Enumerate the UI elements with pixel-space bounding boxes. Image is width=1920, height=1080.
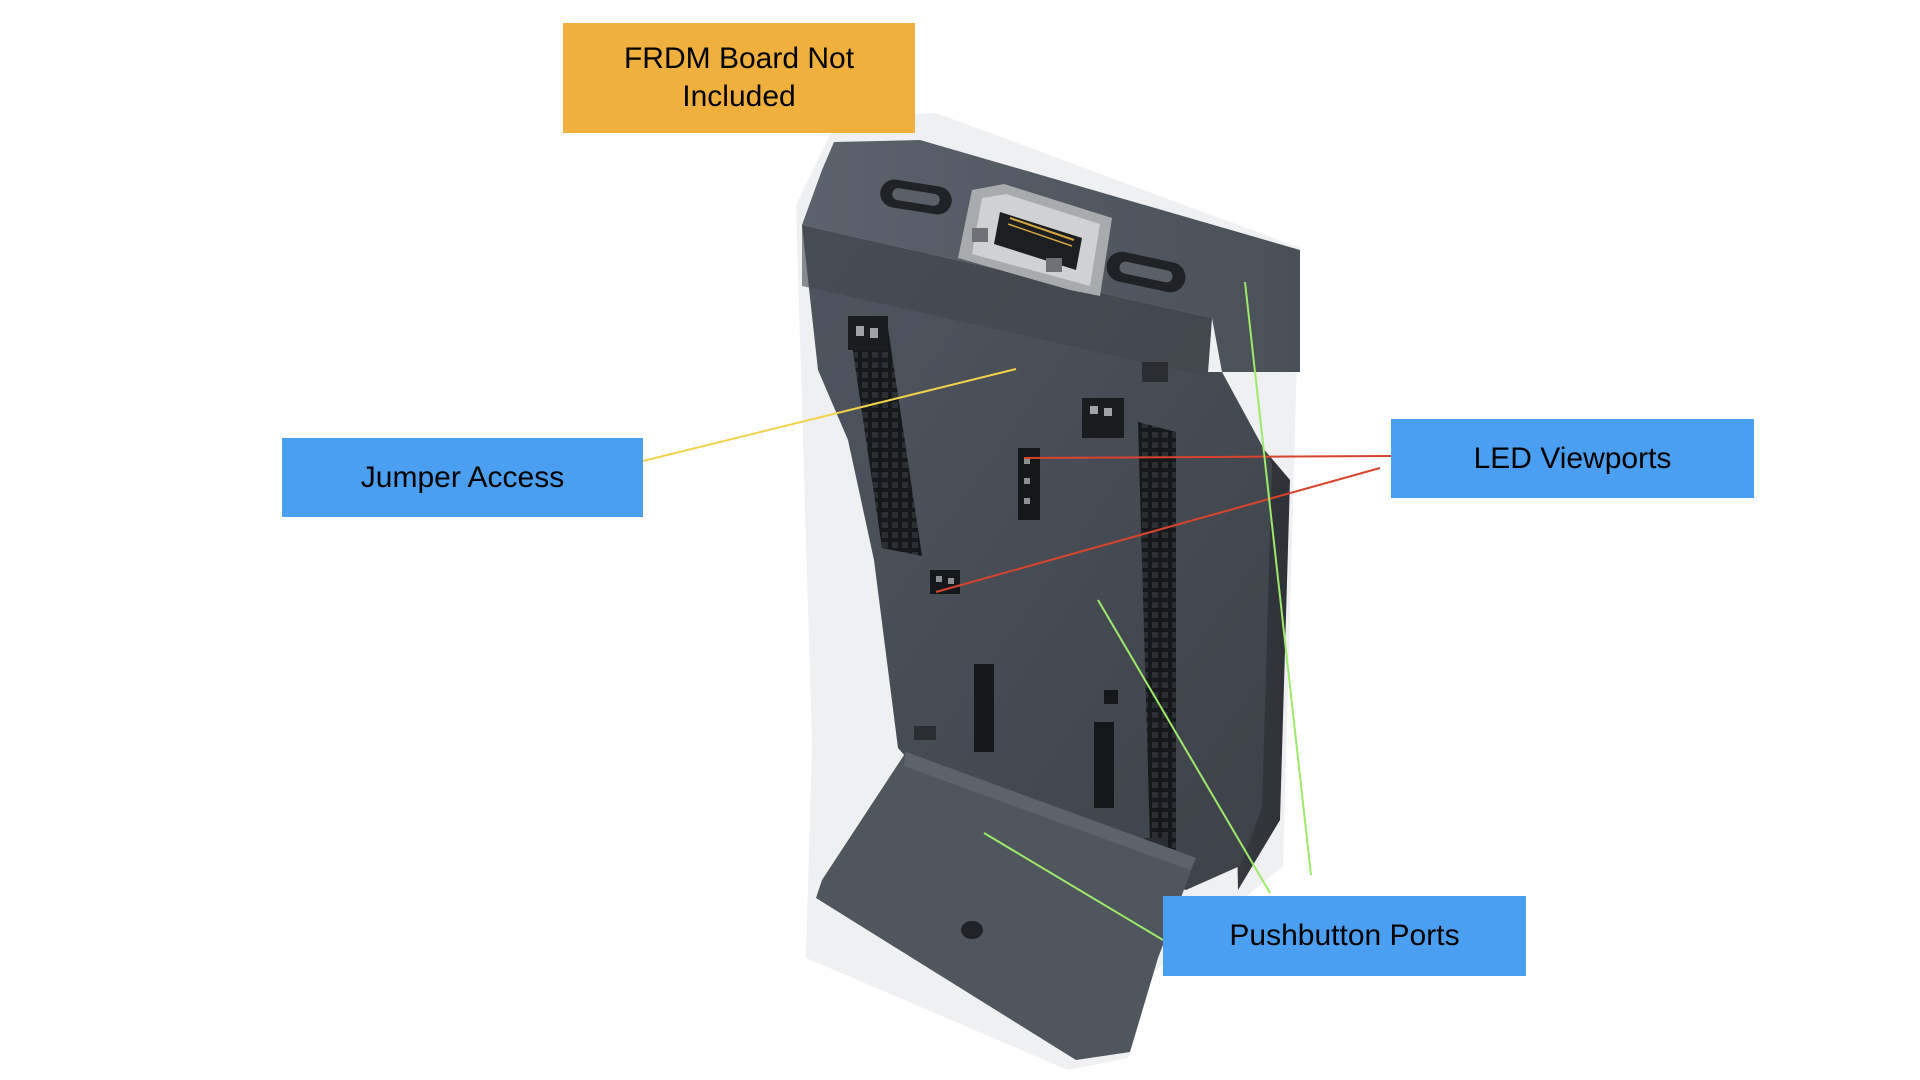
usb-c-port-left — [880, 179, 952, 215]
leader-push-3 — [1244, 281, 1312, 876]
jumper-access-label: Jumper Access — [282, 438, 643, 517]
led-viewports-text: LED Viewports — [1473, 441, 1672, 475]
leader-led-1 — [1023, 455, 1392, 459]
right-header-opening — [1138, 422, 1176, 850]
enclosure-stand — [816, 752, 1196, 1060]
left-header-opening — [848, 316, 922, 556]
pushbutton-slot-right — [1094, 690, 1118, 808]
board-not-included-text: FRDM Board Not Included — [623, 42, 855, 113]
mount-recess — [1142, 362, 1168, 382]
ethernet-port — [958, 184, 1112, 296]
leader-jumper — [642, 368, 1017, 462]
mount-recess — [914, 726, 936, 740]
leader-push-2 — [1097, 599, 1271, 894]
stand-screw-hole — [961, 921, 983, 939]
leader-led-2 — [935, 467, 1381, 593]
led-viewport-1 — [1018, 448, 1040, 520]
leader-push-1 — [983, 832, 1164, 941]
jumper-window — [1082, 398, 1124, 438]
board-not-included-label: FRDM Board Not Included — [563, 23, 915, 133]
pushbutton-ports-label: Pushbutton Ports — [1163, 896, 1526, 976]
usb-c-port-right — [1106, 251, 1186, 293]
pushbutton-ports-text: Pushbutton Ports — [1229, 919, 1460, 952]
led-viewports-label: LED Viewports — [1391, 419, 1754, 498]
jumper-access-text: Jumper Access — [360, 460, 565, 494]
pushbutton-slot-left — [974, 664, 994, 752]
